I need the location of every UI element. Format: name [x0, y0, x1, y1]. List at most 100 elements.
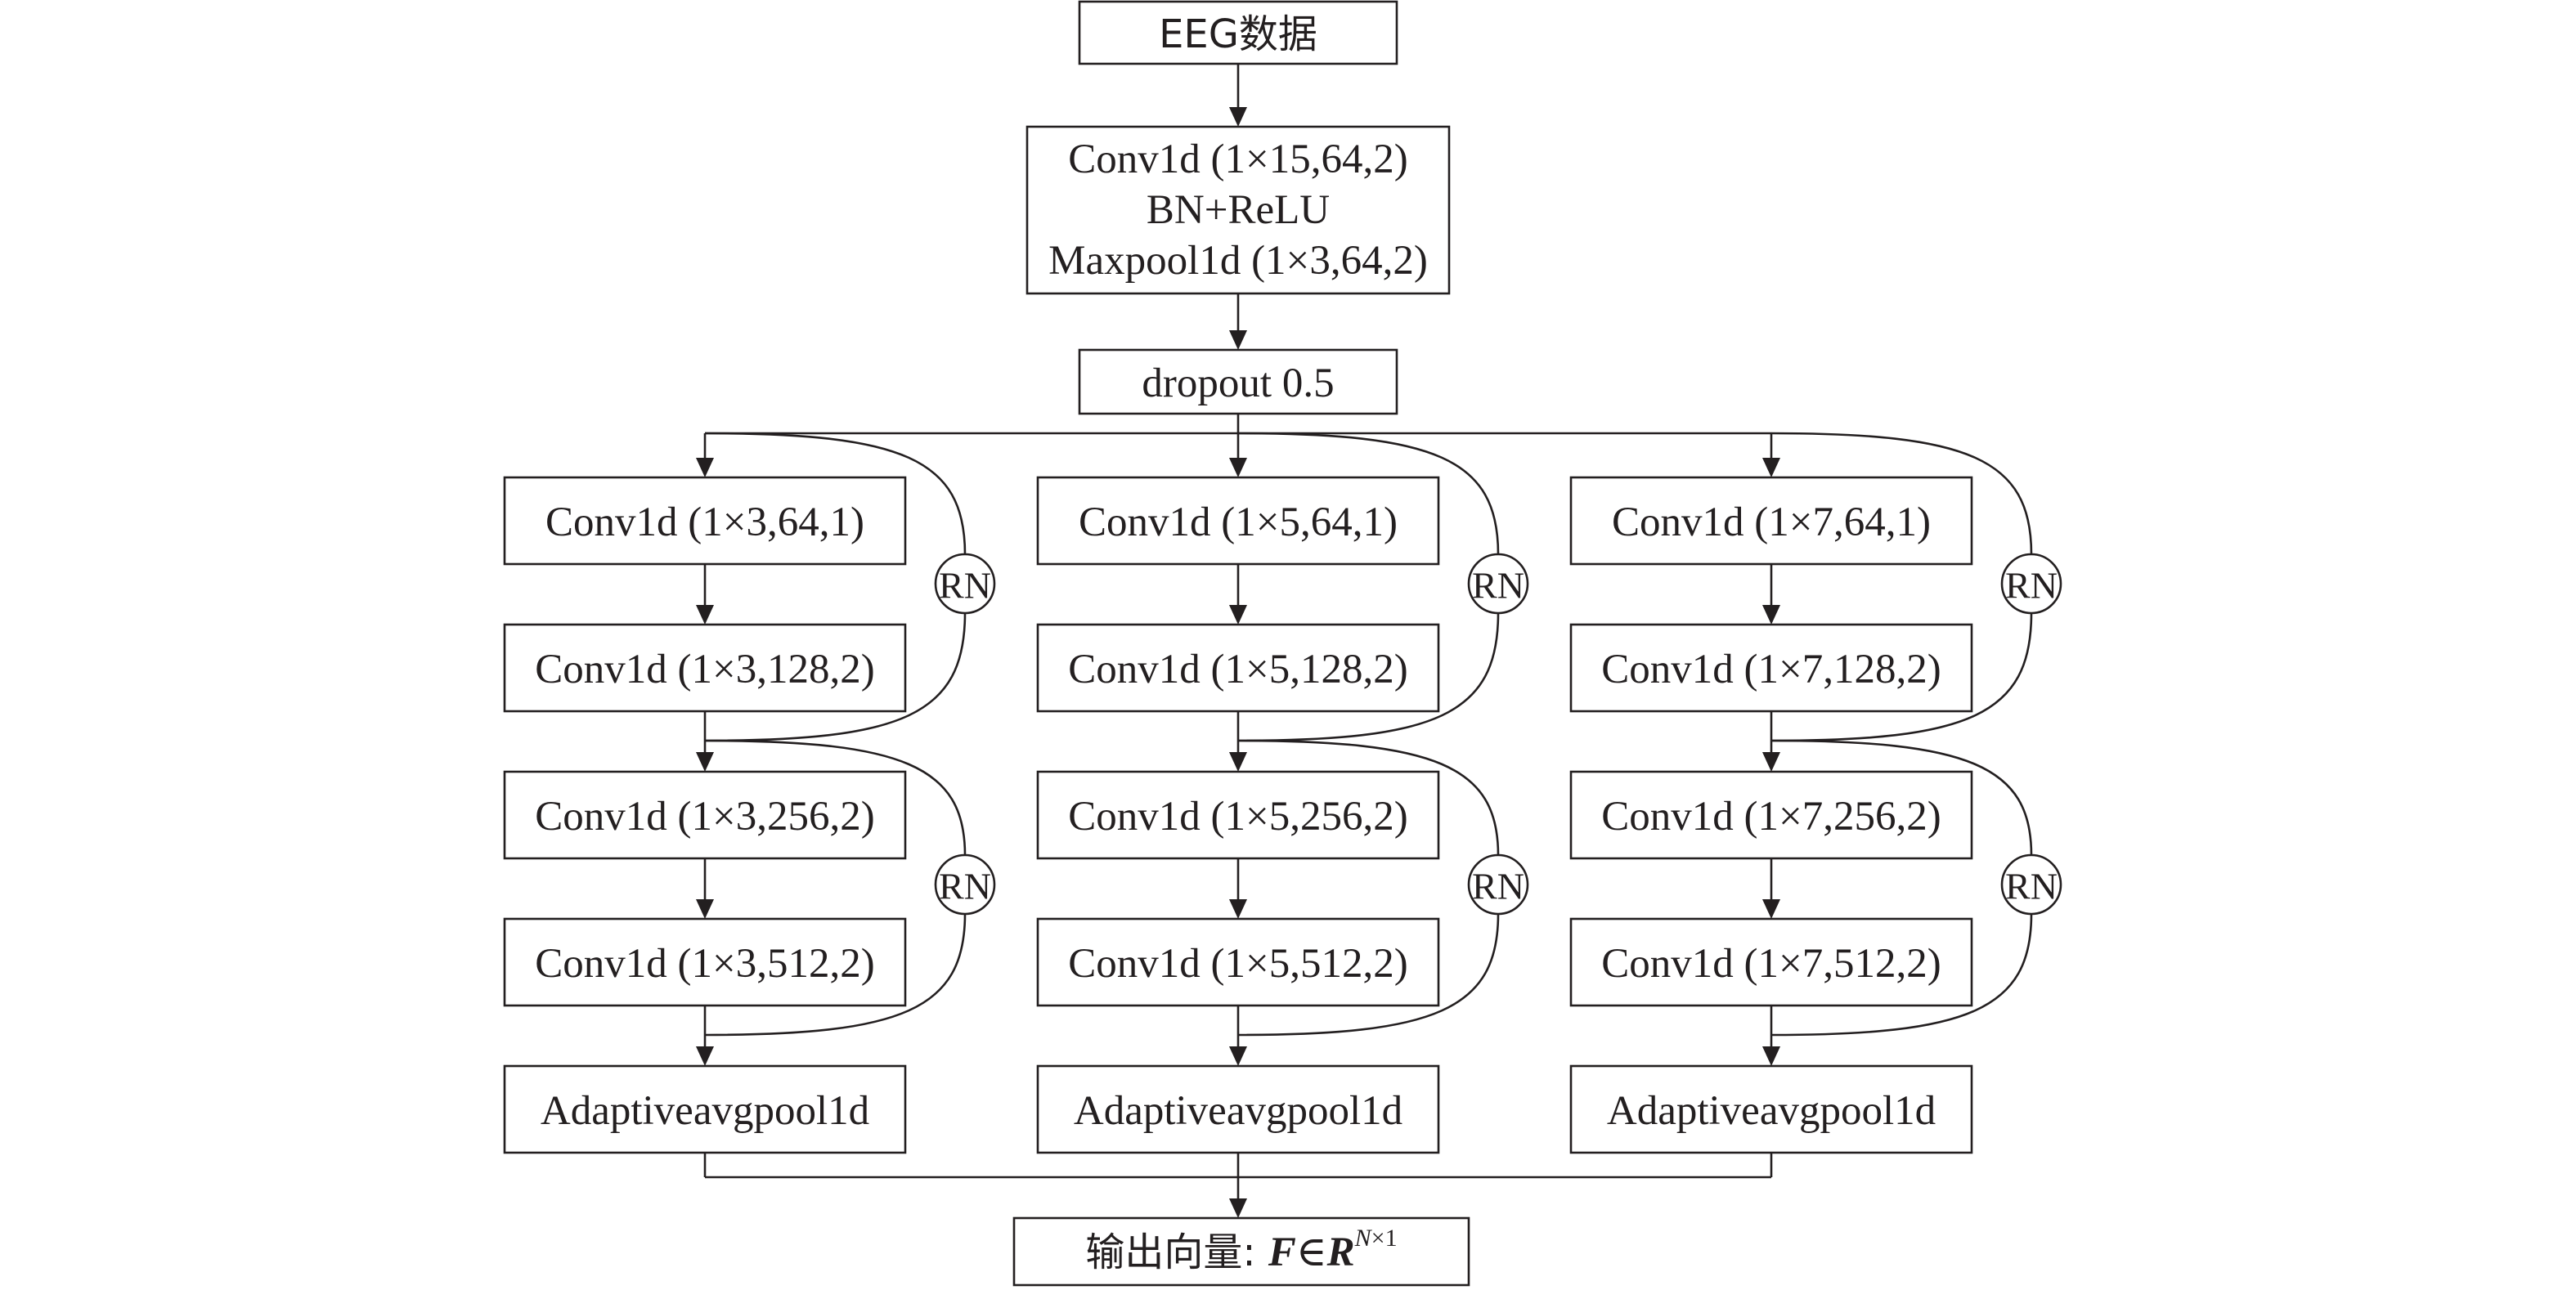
- arrowhead: [696, 605, 714, 625]
- branch-2-conv-3-label: Conv1d (1×5,256,2): [1068, 794, 1408, 840]
- rn-circle: [1467, 853, 1529, 916]
- branch-2-rn-node-2: RN: [1467, 853, 1529, 916]
- branch-2-conv-4-label: Conv1d (1×5,512,2): [1068, 941, 1408, 987]
- branch-1-residual-path-2: [704, 739, 967, 1037]
- branch-3-conv-1: Conv1d (1×7,64,1): [1569, 476, 1973, 566]
- rn-label: RN: [2005, 565, 2058, 607]
- arrowhead: [1229, 899, 1247, 919]
- dropout-node: dropout 0.5: [1078, 348, 1398, 415]
- stem-line-3: Maxpool1d (1×3,64,2): [1048, 238, 1428, 284]
- branch-3-conv-2-frame: [1569, 623, 1973, 713]
- rn-circle: [1467, 553, 1529, 615]
- rn-label: RN: [2005, 866, 2058, 907]
- branch-1-conv-2: Conv1d (1×3,128,2): [503, 623, 907, 713]
- rn-label: RN: [939, 565, 991, 607]
- branch-1-conv-3-label: Conv1d (1×3,256,2): [535, 794, 875, 840]
- arrowhead: [1229, 107, 1247, 127]
- arrowhead: [696, 899, 714, 919]
- output-part: F: [1268, 1230, 1296, 1275]
- branch-1-pool: Adaptiveavgpool1d: [503, 1064, 907, 1154]
- branch-3-pool: Adaptiveavgpool1d: [1569, 1064, 1973, 1154]
- rn-circle: [934, 553, 996, 615]
- branch-1-pool-frame: [503, 1064, 907, 1154]
- branch-1-residual-path-1: [704, 432, 967, 742]
- branch-2-conv-1-frame: [1036, 476, 1440, 566]
- stem-block-frame: [1025, 125, 1451, 295]
- branch-2-pool-label: Adaptiveavgpool1d: [1074, 1088, 1402, 1134]
- branch-1-rn-node-1: RN: [934, 553, 996, 615]
- branch-2-pool: Adaptiveavgpool1d: [1036, 1064, 1440, 1154]
- branch-3-conv-4: Conv1d (1×7,512,2): [1569, 917, 1973, 1007]
- arrowhead: [1229, 330, 1247, 350]
- output-dim-rows: N: [1354, 1225, 1373, 1252]
- input-node-label: EEG数据: [1159, 11, 1317, 57]
- branch-2-pool-frame: [1036, 1064, 1440, 1154]
- output-node: 输出向量: F∈RN×1: [1012, 1216, 1470, 1287]
- branch-3-conv-3: Conv1d (1×7,256,2): [1569, 770, 1973, 860]
- branch-1-conv-4: Conv1d (1×3,512,2): [503, 917, 907, 1007]
- rn-label: RN: [1472, 565, 1524, 607]
- arrowhead: [1762, 752, 1780, 772]
- branch-2-conv-2-frame: [1036, 623, 1440, 713]
- arrowhead: [696, 752, 714, 772]
- arrowhead: [1229, 1046, 1247, 1066]
- arrowhead: [696, 1046, 714, 1066]
- branch-3-conv-4-frame: [1569, 917, 1973, 1007]
- branch-1-conv-2-frame: [503, 623, 907, 713]
- arrowhead: [1762, 1046, 1780, 1066]
- branch-3-conv-4-label: Conv1d (1×7,512,2): [1601, 941, 1941, 987]
- branch-3-conv-1-label: Conv1d (1×7,64,1): [1612, 499, 1931, 545]
- arrowhead: [1762, 899, 1780, 919]
- arrowhead: [696, 458, 714, 477]
- input-node-frame: [1078, 0, 1398, 65]
- branch-2-conv-1-label: Conv1d (1×5,64,1): [1079, 499, 1398, 545]
- stem-line-2: BN+ReLU: [1147, 187, 1330, 233]
- branch-3-pool-frame: [1569, 1064, 1973, 1154]
- branch-2-conv-1: Conv1d (1×5,64,1): [1036, 476, 1440, 566]
- branch-2-conv-2: Conv1d (1×5,128,2): [1036, 623, 1440, 713]
- branch-1-conv-3: Conv1d (1×3,256,2): [503, 770, 907, 860]
- dropout-node-frame: [1078, 348, 1398, 415]
- rn-circle: [2000, 853, 2062, 916]
- branch-1-conv-1-label: Conv1d (1×3,64,1): [545, 499, 864, 545]
- branch-1-conv-4-frame: [503, 917, 907, 1007]
- branch-1-pool-label: Adaptiveavgpool1d: [541, 1088, 869, 1134]
- branch-3-residual-path-1: [1770, 432, 2033, 742]
- arrowhead: [1762, 605, 1780, 625]
- branch-3-conv-1-frame: [1569, 476, 1973, 566]
- arrowhead: [1229, 458, 1247, 477]
- arrowhead: [1229, 605, 1247, 625]
- branch-3-residual-path-2: [1770, 739, 2033, 1037]
- branch-2-conv-3-frame: [1036, 770, 1440, 860]
- branch-3-conv-2: Conv1d (1×7,128,2): [1569, 623, 1973, 713]
- branch-2-rn-node-1: RN: [1467, 553, 1529, 615]
- output-label: 输出向量: F∈RN×1: [1085, 1225, 1397, 1276]
- arrowhead: [1229, 752, 1247, 772]
- output-part: R: [1326, 1230, 1355, 1275]
- rn-circle: [2000, 553, 2062, 615]
- rn-circle: [934, 853, 996, 916]
- branch-3-conv-3-label: Conv1d (1×7,256,2): [1601, 794, 1941, 840]
- branch-2-conv-4-frame: [1036, 917, 1440, 1007]
- output-dim-sep: ×: [1371, 1225, 1385, 1252]
- rn-label: RN: [939, 866, 991, 907]
- branch-1-conv-2-label: Conv1d (1×3,128,2): [535, 647, 875, 692]
- branch-2-conv-2-label: Conv1d (1×5,128,2): [1068, 647, 1408, 692]
- branch-2-conv-4: Conv1d (1×5,512,2): [1036, 917, 1440, 1007]
- output-part: ∈: [1296, 1230, 1327, 1275]
- output-dim-cols: 1: [1385, 1225, 1398, 1252]
- connection-lines: [696, 64, 2033, 1218]
- input-node: EEG数据: [1078, 0, 1398, 65]
- branch-1-conv-4-label: Conv1d (1×3,512,2): [535, 941, 875, 987]
- node-boxes: EEG数据 Conv1d (1×15,64,2)BN+ReLUMaxpool1d …: [503, 0, 2062, 1287]
- branch-2-residual-path-1: [1237, 432, 1500, 742]
- branch-2-conv-3: Conv1d (1×5,256,2): [1036, 770, 1440, 860]
- output-part: 输出向量:: [1085, 1230, 1268, 1275]
- branch-1-conv-3-frame: [503, 770, 907, 860]
- branch-2-residual-path-2: [1237, 739, 1500, 1037]
- branch-3-conv-3-frame: [1569, 770, 1973, 860]
- arrowhead: [1762, 458, 1780, 477]
- branch-3-conv-2-label: Conv1d (1×7,128,2): [1601, 647, 1941, 692]
